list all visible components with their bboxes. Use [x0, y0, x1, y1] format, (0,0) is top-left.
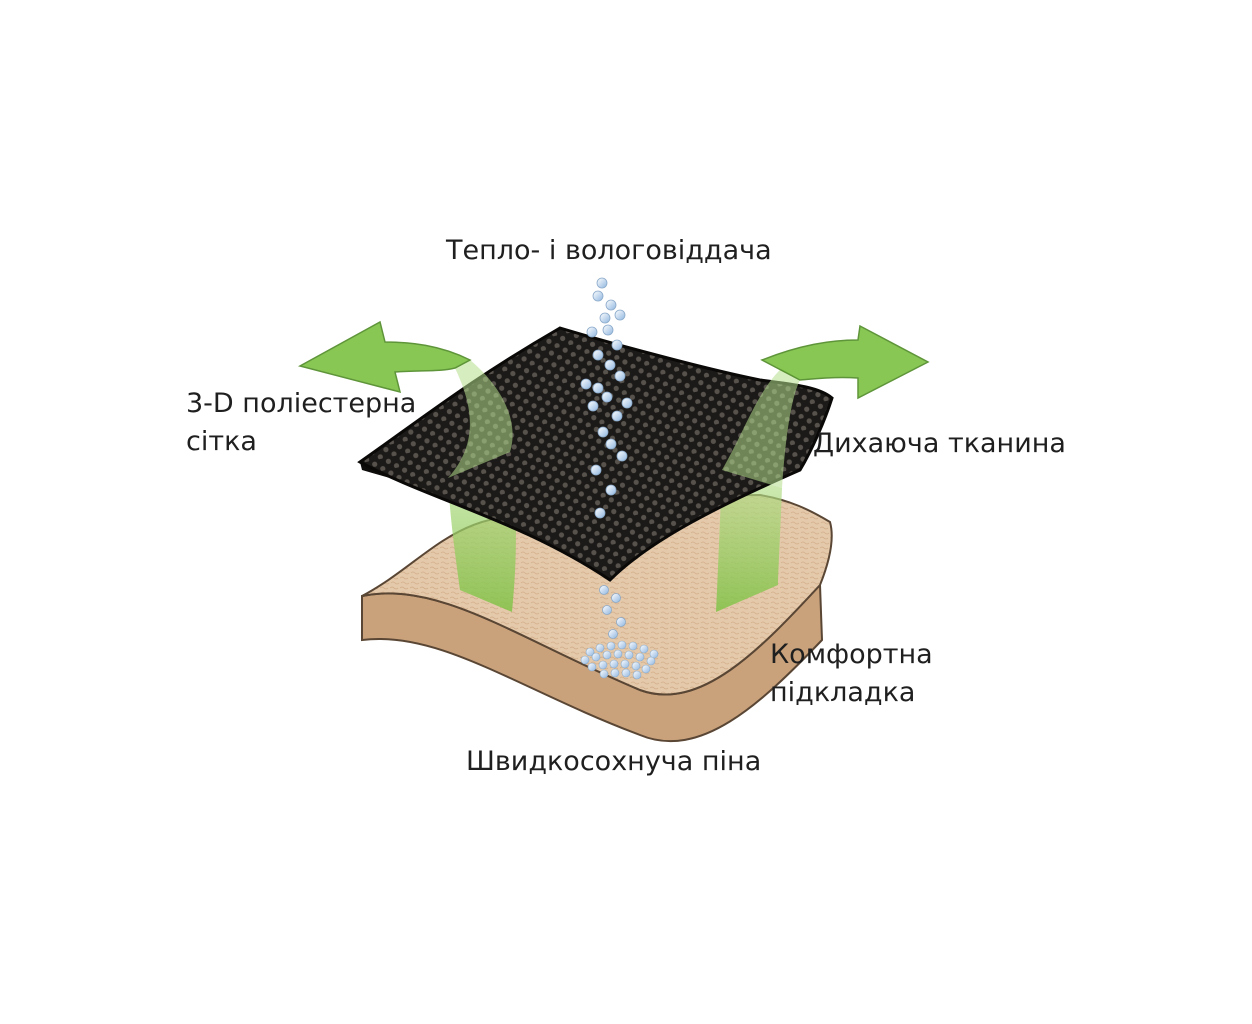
comfort-lining-label: Комфортна підкладка: [770, 636, 933, 712]
right-arrow-lower: [716, 470, 782, 612]
polyester-mesh-label: 3-D поліестерна сітка: [186, 385, 416, 461]
heat-moisture-label: Тепло- і вологовіддача: [446, 235, 772, 266]
comfort-lining-label-line1: Комфортна: [770, 639, 933, 670]
breathable-fabric-label: Дихаюча тканина: [813, 428, 1066, 459]
comfort-lining-label-line2: підкладка: [770, 677, 916, 708]
polyester-mesh-label-line2: сітка: [186, 426, 257, 457]
polyester-mesh-label-line1: 3-D поліестерна: [186, 388, 417, 419]
moisture-droplets: [580, 277, 633, 639]
right-arrow-icon: [722, 324, 930, 488]
left-arrow-icon: [297, 320, 513, 478]
moisture-puddle: [580, 640, 659, 680]
quick-dry-foam-label: Швидкосохнуча піна: [466, 746, 762, 777]
